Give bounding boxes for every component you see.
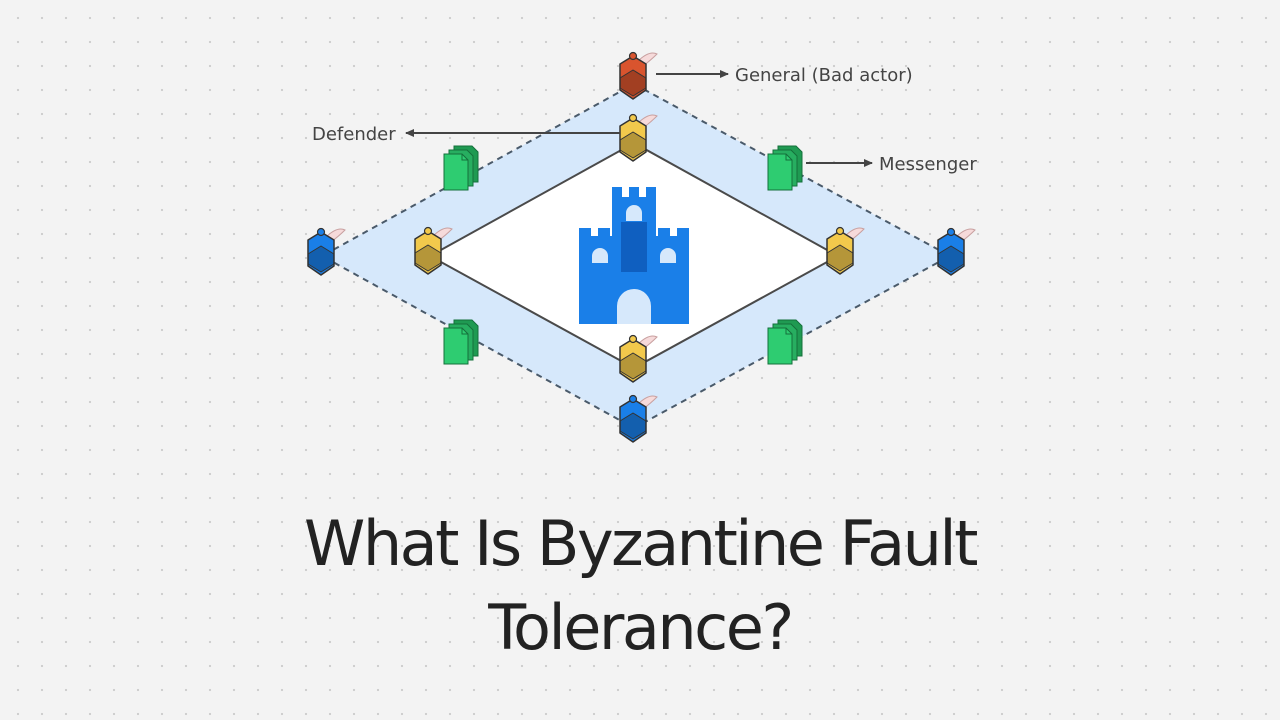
byzantine-diagram: General (Bad actor) Defender Messenger (307, 51, 977, 443)
defender-label: Defender (312, 124, 396, 145)
title-line-1: What Is Byzantine Fault (304, 507, 978, 580)
castle-icon (579, 187, 689, 324)
messenger-top-left-scroll-stack-icon (443, 145, 479, 191)
title-line-2: Tolerance? (488, 591, 794, 664)
page-title: What Is Byzantine Fault Tolerance? (0, 502, 1280, 670)
messenger-bottom-right-scroll-stack-icon (767, 319, 803, 365)
messenger-top-right-scroll-stack-icon (767, 145, 803, 191)
general-right-helmet-icon (937, 227, 976, 276)
messenger-label: Messenger (879, 154, 977, 175)
general-label: General (Bad actor) (735, 65, 913, 86)
messenger-bottom-left-scroll-stack-icon (443, 319, 479, 365)
general-bad-actor-helmet-icon (619, 51, 658, 100)
